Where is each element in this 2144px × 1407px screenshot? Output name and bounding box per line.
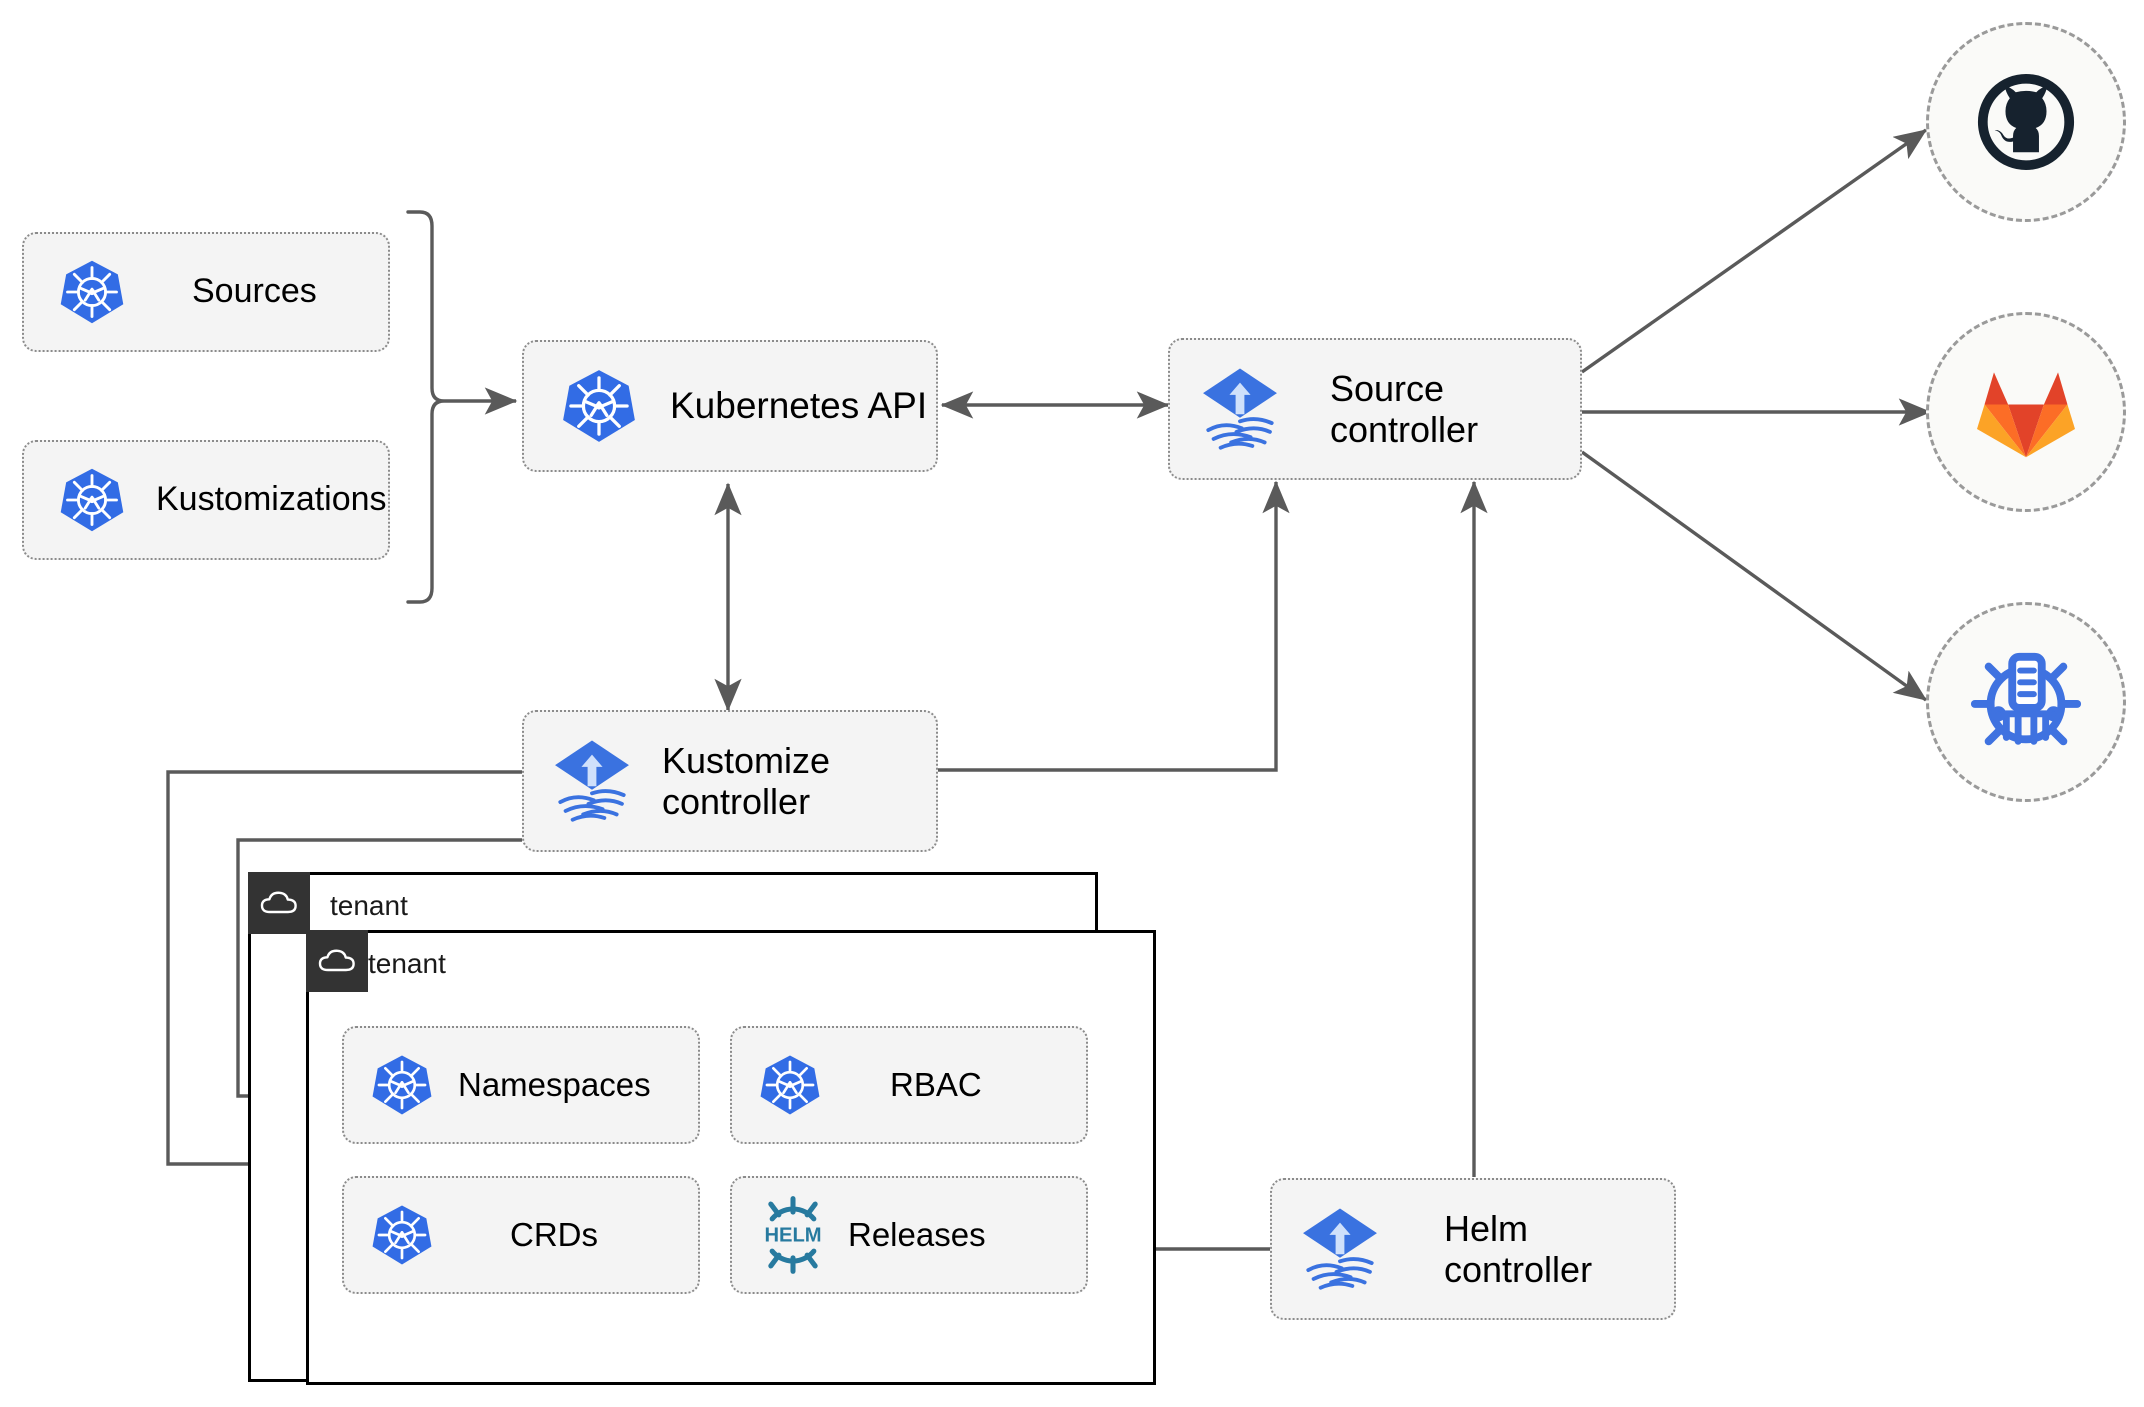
- node-rbac[interactable]: RBAC: [730, 1026, 1088, 1144]
- node-label: Namespaces: [458, 1066, 651, 1104]
- kubernetes-icon: [58, 466, 126, 534]
- cloud-icon: [318, 949, 355, 972]
- gitlab-icon: [1977, 372, 2075, 458]
- kubernetes-icon: [560, 367, 638, 445]
- repo-gitlab[interactable]: [1926, 312, 2126, 512]
- node-label: Helm controller: [1444, 1207, 1593, 1290]
- repo-helm-repository[interactable]: [1926, 602, 2126, 802]
- kubernetes-icon: [370, 1203, 434, 1267]
- node-label: CRDs: [510, 1216, 598, 1254]
- repo-github[interactable]: [1926, 22, 2126, 222]
- node-kustomize-controller[interactable]: Kustomize controller: [522, 710, 938, 852]
- flux-icon: [1196, 363, 1284, 455]
- kubernetes-icon: [58, 258, 126, 326]
- node-label: Releases: [848, 1216, 986, 1254]
- flux-icon: [548, 735, 636, 827]
- cloud-icon: [260, 891, 297, 914]
- node-crds[interactable]: CRDs: [342, 1176, 700, 1294]
- svg-text:HELM: HELM: [764, 1225, 821, 1247]
- node-label: Kustomizations: [156, 480, 387, 519]
- node-label: RBAC: [890, 1066, 982, 1104]
- node-label: Kubernetes API: [670, 384, 928, 426]
- connector-kustomizecontroller-sourcecontroller: [938, 480, 1290, 772]
- tenant-tab-1: [248, 872, 310, 934]
- tenant-label-1: tenant: [330, 890, 408, 921]
- node-source-controller[interactable]: Source controller: [1168, 338, 1582, 480]
- node-kubernetes-api[interactable]: Kubernetes API: [522, 340, 938, 472]
- kubernetes-icon: [758, 1053, 822, 1117]
- node-label: Source controller: [1330, 367, 1479, 450]
- node-sources[interactable]: Sources: [22, 232, 390, 352]
- connector-brace: [406, 210, 445, 604]
- connector-sourcecontroller-helmrepo: [1581, 450, 1928, 702]
- flux-icon: [1296, 1203, 1384, 1295]
- node-helm-controller[interactable]: Helm controller: [1270, 1178, 1676, 1320]
- node-label: Kustomize controller: [662, 739, 831, 822]
- helm-chart-repo-icon: [1970, 652, 2082, 746]
- tenant-label-2: tenant: [368, 948, 446, 979]
- node-label: Sources: [192, 272, 317, 311]
- tenant-container-2: [306, 930, 1156, 1385]
- helm-icon: HELM: [756, 1196, 830, 1274]
- node-kustomizations[interactable]: Kustomizations: [22, 440, 390, 560]
- github-icon: [1977, 73, 2075, 171]
- kubernetes-icon: [370, 1053, 434, 1117]
- node-namespaces[interactable]: Namespaces: [342, 1026, 700, 1144]
- tenant-tab-2: [306, 930, 368, 992]
- node-releases[interactable]: HELM Releases: [730, 1176, 1088, 1294]
- connector-sourcecontroller-github: [1581, 128, 1928, 374]
